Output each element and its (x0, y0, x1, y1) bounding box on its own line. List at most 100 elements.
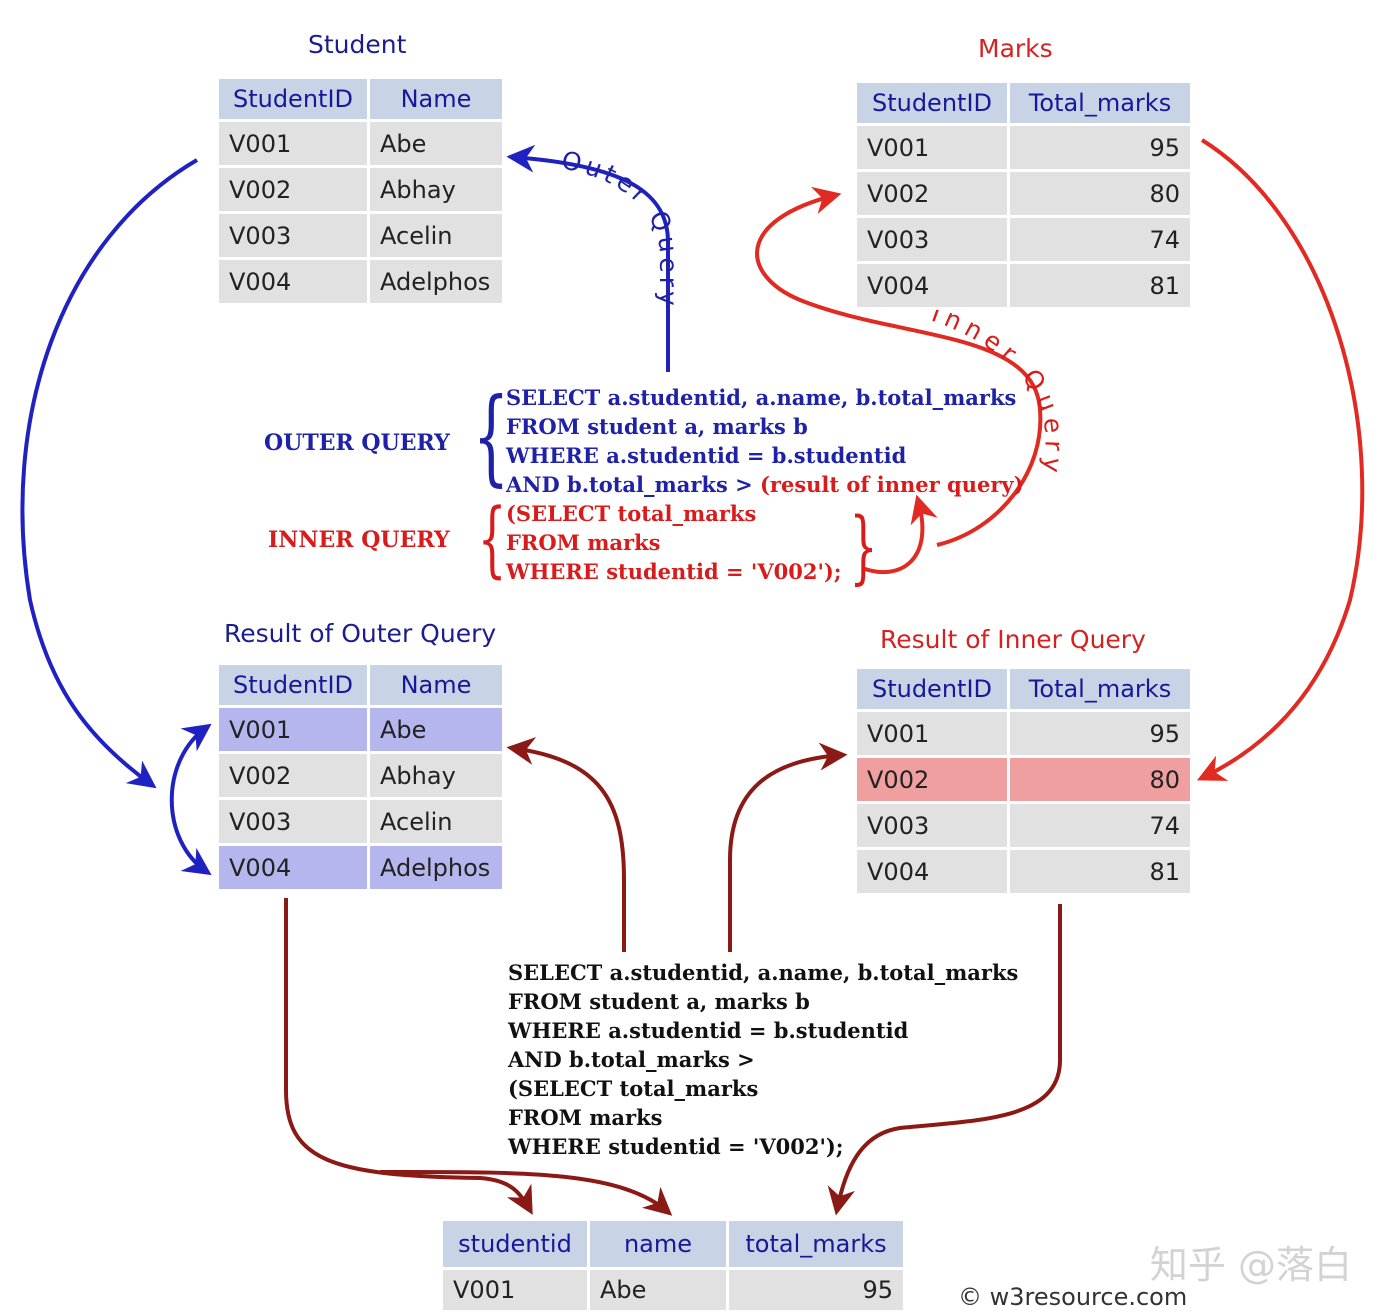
full-query-line: FROM student a, marks b (508, 989, 810, 1014)
inner-query-arrow (755, 186, 1043, 547)
inner-result-to-final-arrow (827, 904, 1062, 1216)
table-cell: 95 (729, 1270, 903, 1310)
outer-query-line-2: FROM student a, marks b (506, 414, 808, 439)
outer-result-title: Result of Outer Query (224, 619, 497, 648)
table-cell: 80 (1010, 758, 1190, 801)
full-query-line: WHERE a.studentid = b.studentid (508, 1018, 909, 1043)
column-header: StudentID (857, 669, 1007, 709)
full-query-line: FROM marks (508, 1105, 663, 1130)
table-cell: V003 (857, 218, 1007, 261)
table-cell: V002 (219, 168, 367, 211)
table-cell: V002 (857, 172, 1007, 215)
table-cell: V003 (857, 804, 1007, 847)
full-query-line: AND b.total_marks > (508, 1047, 755, 1072)
column-header: Name (370, 665, 502, 705)
inner-query-label: INNER QUERY (268, 527, 450, 553)
column-header: name (590, 1221, 726, 1267)
query-to-outer-result-arrow (506, 737, 626, 952)
annotated-query: SELECT a.studentid, a.name, b.total_mark… (506, 383, 1024, 586)
table-cell: V003 (219, 800, 367, 843)
inner-query-left-brace: { (477, 492, 507, 587)
outer-result-link-arrow (169, 723, 212, 876)
column-header: Total_marks (1010, 83, 1190, 123)
table-cell: V002 (857, 758, 1007, 801)
inner-query-line-2: FROM marks (506, 530, 661, 555)
inner-result-placeholder: (result of inner query) (759, 472, 1024, 497)
table-cell: V004 (857, 264, 1007, 307)
table-cell: 81 (1010, 850, 1190, 893)
table-cell: 95 (1010, 126, 1190, 169)
inner-query-right-brace: } (849, 500, 878, 593)
full-query-line: SELECT a.studentid, a.name, b.total_mark… (508, 960, 1019, 985)
watermark: 知乎 @落白 (1149, 1243, 1352, 1287)
table-cell: V002 (219, 754, 367, 797)
table-cell: V001 (219, 122, 367, 165)
column-header: total_marks (729, 1221, 903, 1267)
table-cell: 74 (1010, 218, 1190, 261)
column-header: Total_marks (1010, 669, 1190, 709)
student-table-title: Student (308, 30, 407, 59)
column-header: StudentID (857, 83, 1007, 123)
outer-result-to-final-arrow (284, 898, 533, 1215)
outer-query-curve-label: Outer Query (559, 145, 684, 310)
table-cell: 74 (1010, 804, 1190, 847)
outer-query-line-1: SELECT a.studentid, a.name, b.total_mark… (506, 385, 1017, 410)
column-header: StudentID (219, 665, 367, 705)
table-cell: 81 (1010, 264, 1190, 307)
table-cell: V004 (219, 260, 367, 303)
inner-result-hook-arrow (861, 494, 938, 574)
table-cell: Abe (590, 1270, 726, 1310)
table-cell: V001 (219, 708, 367, 751)
outer-result-to-final-name-arrow (379, 1169, 673, 1216)
table-cell: V001 (857, 712, 1007, 755)
table-cell: 80 (1010, 172, 1190, 215)
column-header: StudentID (219, 79, 367, 119)
column-header: Name (370, 79, 502, 119)
outer-query-line-3: WHERE a.studentid = b.studentid (506, 443, 907, 468)
table-cell: V004 (857, 850, 1007, 893)
table-cell: Abe (370, 122, 502, 165)
inner-query-line-3: WHERE studentid = 'V002'); (506, 559, 842, 584)
table-cell: 95 (1010, 712, 1190, 755)
table-cell: Abhay (370, 168, 502, 211)
table-cell: V001 (443, 1270, 587, 1310)
student-to-outer-result-arrow (20, 158, 199, 789)
full-query-line: WHERE studentid = 'V002'); (508, 1134, 844, 1159)
table-cell: V003 (219, 214, 367, 257)
table-cell: Abe (370, 708, 502, 751)
table-cell: Abhay (370, 754, 502, 797)
table-cell: Acelin (370, 800, 502, 843)
outer-query-label: OUTER QUERY (264, 430, 450, 456)
outer-query-line-4: AND b.total_marks > (result of inner que… (506, 470, 1024, 499)
copyright: © w3resource.com (958, 1283, 1188, 1311)
full-query: SELECT a.studentid, a.name, b.total_mark… (508, 958, 1018, 1161)
table-cell: Adelphos (370, 260, 502, 303)
column-header: studentid (443, 1221, 587, 1267)
outer-query-brace: { (472, 375, 510, 497)
marks-to-inner-result-arrow (1196, 138, 1365, 781)
outer-query-arrow (506, 144, 670, 372)
table-cell: Adelphos (370, 846, 502, 889)
inner-query-line-1: (SELECT total_marks (506, 501, 757, 526)
query-to-inner-result-arrow (728, 742, 848, 952)
outer-query-line-4-prefix: AND b.total_marks > (506, 472, 760, 497)
